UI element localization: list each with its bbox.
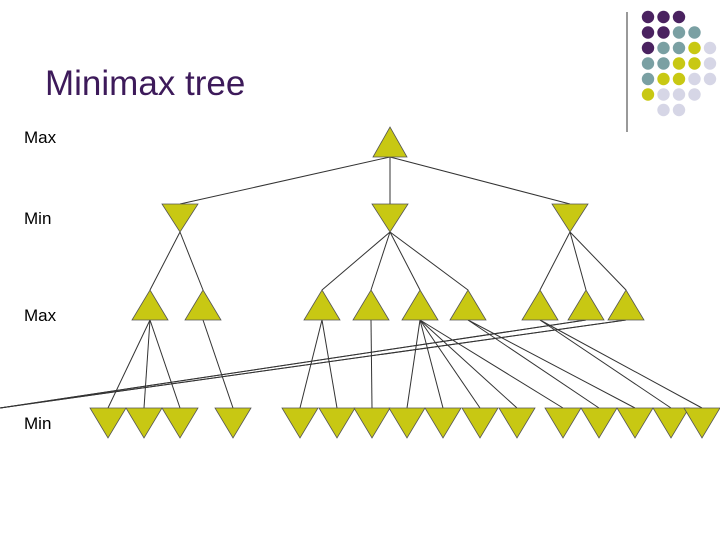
tree-edge <box>390 232 420 290</box>
tree-edge <box>180 157 390 204</box>
tree-edge <box>0 320 586 408</box>
max-node-level-2 <box>608 290 644 320</box>
tree-edge <box>144 320 150 408</box>
min-node-level-3 <box>499 408 535 438</box>
min-node-level-3 <box>653 408 689 438</box>
min-node-level-3 <box>319 408 355 438</box>
tree-edge <box>203 320 233 408</box>
tree-nodes <box>90 127 720 438</box>
tree-edge <box>420 320 563 408</box>
tree-edge <box>407 320 420 408</box>
tree-edge <box>540 320 702 408</box>
tree-edge <box>371 320 372 408</box>
max-node-level-2 <box>568 290 604 320</box>
max-node-level-0 <box>373 127 407 157</box>
tree-edge <box>420 320 517 408</box>
min-node-level-3 <box>545 408 581 438</box>
tree-edge <box>150 232 180 290</box>
min-node-level-3 <box>215 408 251 438</box>
tree-edge <box>322 320 337 408</box>
tree-edges <box>0 157 702 408</box>
tree-edge <box>540 320 671 408</box>
min-node-level-3 <box>126 408 162 438</box>
min-node-level-3 <box>425 408 461 438</box>
min-node-level-3 <box>354 408 390 438</box>
tree-edge <box>108 320 150 408</box>
tree-edge <box>180 232 203 290</box>
max-node-level-2 <box>304 290 340 320</box>
tree-edge <box>0 320 626 408</box>
tree-edge <box>150 320 180 408</box>
max-node-level-2 <box>353 290 389 320</box>
max-node-level-2 <box>450 290 486 320</box>
min-node-level-3 <box>162 408 198 438</box>
max-node-level-2 <box>132 290 168 320</box>
min-node-level-3 <box>581 408 617 438</box>
tree-edge <box>390 232 468 290</box>
min-node-level-3 <box>90 408 126 438</box>
tree-edge <box>468 320 635 408</box>
min-node-level-3 <box>462 408 498 438</box>
max-node-level-2 <box>185 290 221 320</box>
min-node-level-3 <box>617 408 653 438</box>
min-node-level-1 <box>162 204 198 232</box>
min-node-level-3 <box>684 408 720 438</box>
tree-edge <box>390 157 570 204</box>
min-node-level-3 <box>282 408 318 438</box>
max-node-level-2 <box>522 290 558 320</box>
min-node-level-3 <box>389 408 425 438</box>
tree-edge <box>540 232 570 290</box>
min-node-level-1 <box>372 204 408 232</box>
tree-edge <box>420 320 480 408</box>
tree-edge <box>420 320 443 408</box>
min-node-level-1 <box>552 204 588 232</box>
max-node-level-2 <box>402 290 438 320</box>
tree-edge <box>322 232 390 290</box>
